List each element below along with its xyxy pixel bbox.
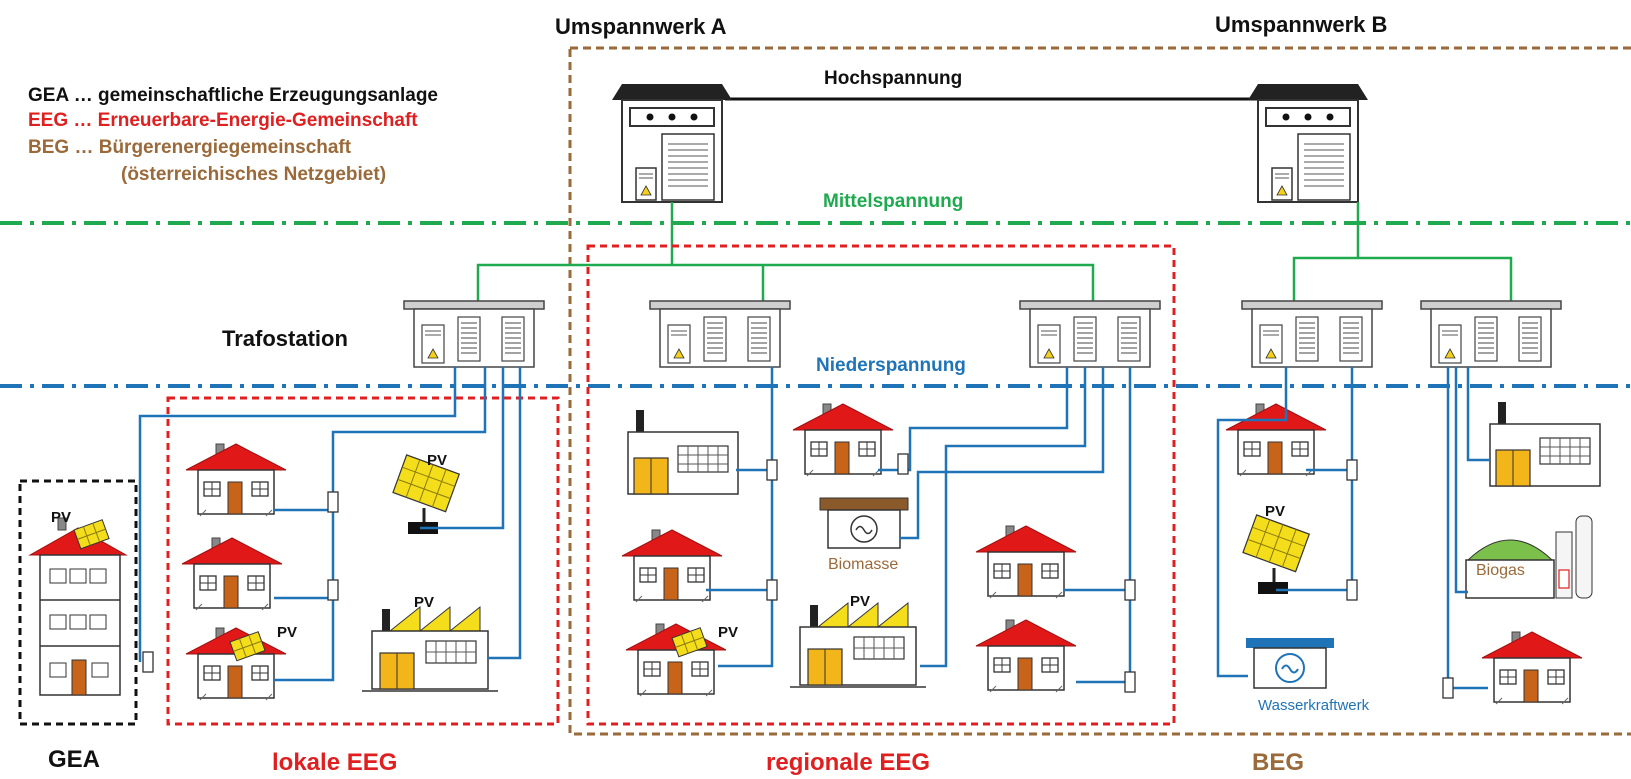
regional-house-pv-label: PV xyxy=(718,624,738,641)
hydro-label: Wasserkraftwerk xyxy=(1258,697,1370,714)
substation-b-icon xyxy=(1247,83,1369,203)
beg-pv-label: PV xyxy=(1265,503,1285,520)
regional-house-4 xyxy=(975,525,1077,599)
substation-a-icon xyxy=(611,83,733,203)
regional-house-5 xyxy=(975,619,1077,693)
local-factory-pv-label: PV xyxy=(414,594,434,611)
beg-house-2 xyxy=(1481,631,1583,705)
biomass-label: Biomasse xyxy=(828,556,898,573)
beg-pv-array xyxy=(1241,513,1311,596)
beg-factory xyxy=(1489,401,1601,487)
regional-factory xyxy=(627,409,739,495)
group-title-beg: BEG xyxy=(1252,749,1304,776)
trafo-station-2 xyxy=(649,300,791,368)
trafostation-label: Trafostation xyxy=(222,326,348,351)
substation-b-title: Umspannwerk B xyxy=(1215,12,1387,37)
regional-pv-factory xyxy=(789,602,927,688)
legend-beg-note: (österreichisches Netzgebiet) xyxy=(121,164,386,185)
mv-feeders xyxy=(476,202,1513,301)
regional-house-3 xyxy=(625,623,727,697)
regional-house-1 xyxy=(792,403,894,477)
hydro-plant xyxy=(1246,638,1334,689)
local-house-1 xyxy=(185,443,287,517)
local-house-2 xyxy=(181,537,283,611)
local-pv-factory xyxy=(361,606,499,692)
group-title-gea: GEA xyxy=(48,746,100,773)
regional-factory-pv-label: PV xyxy=(850,593,870,610)
group-title-local-eeg: lokale EEG xyxy=(272,749,397,776)
lv-connections xyxy=(138,367,1490,690)
trafo-station-3 xyxy=(1019,300,1161,368)
local-house-pv-label: PV xyxy=(277,624,297,641)
substation-a-title: Umspannwerk A xyxy=(555,14,727,39)
group-title-regional-eeg: regionale EEG xyxy=(766,749,930,776)
legend-eeg: EEG … Erneuerbare-Energie-Gemeinschaft xyxy=(28,110,418,131)
apartment-building xyxy=(28,517,128,696)
local-pv-array-label: PV xyxy=(427,452,447,469)
low-voltage-label: Niederspannung xyxy=(816,355,966,376)
trafo-station-4 xyxy=(1241,300,1383,368)
trafo-station-1 xyxy=(403,300,545,368)
high-voltage-label: Hochspannung xyxy=(824,68,962,89)
medium-voltage-label: Mittelspannung xyxy=(823,191,963,212)
beg-house-1 xyxy=(1225,403,1327,477)
local-house-3 xyxy=(185,627,287,701)
regional-eeg-boundary xyxy=(586,244,1176,726)
biogas-plant xyxy=(1465,515,1593,599)
beg-boundary xyxy=(568,46,1631,736)
biomass-plant xyxy=(819,497,909,549)
biogas-label: Biogas xyxy=(1476,562,1525,579)
trafo-station-5 xyxy=(1420,300,1562,368)
gea-pv-label: PV xyxy=(51,509,71,526)
legend-gea: GEA … gemeinschaftliche Erzeugungsanlage xyxy=(28,85,438,106)
local-eeg-boundary xyxy=(166,396,560,726)
legend-beg: BEG … Bürgerenergiegemeinschaft xyxy=(28,137,352,158)
